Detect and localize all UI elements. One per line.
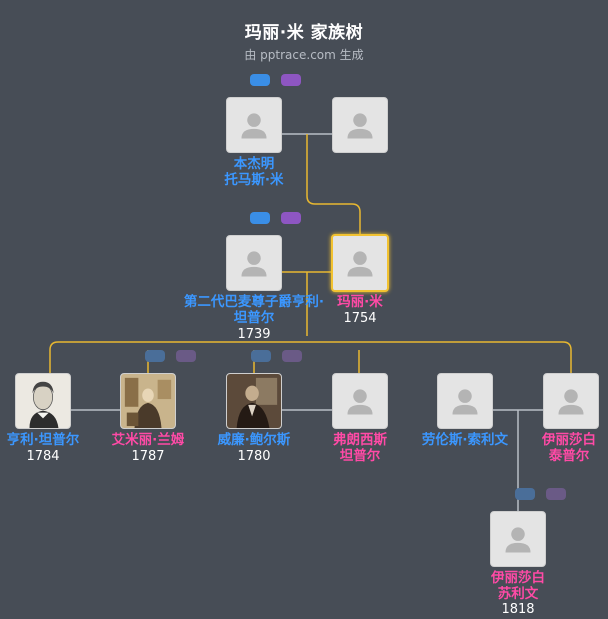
expand-father-toggle[interactable] [251, 350, 271, 362]
person-card-spouse[interactable] [332, 97, 388, 153]
person-name[interactable]: 本杰明 [233, 156, 275, 172]
expand-mother-toggle[interactable] [546, 488, 566, 500]
person-name[interactable]: 坦普尔 [339, 448, 381, 464]
page-title: 玛丽·米 家族树 [244, 23, 364, 43]
person-name[interactable]: 伊丽莎白 [542, 432, 596, 448]
person-silhouette-icon [452, 389, 478, 415]
expand-mother-toggle[interactable] [281, 212, 301, 224]
portrait-painting-icon [121, 374, 175, 428]
person-card-laurence[interactable] [437, 373, 493, 429]
descent-line [306, 134, 361, 236]
birth-year: 1754 [343, 311, 377, 326]
person-name[interactable]: 坦普尔 [233, 310, 275, 326]
person-silhouette-icon [347, 113, 373, 139]
person-name[interactable]: 艾米丽·兰姆 [111, 432, 185, 448]
person-name[interactable]: 威廉·鲍尔斯 [217, 432, 291, 448]
person-silhouette-icon [241, 251, 267, 277]
person-card-henry[interactable] [15, 373, 71, 429]
person-silhouette-icon [505, 527, 531, 553]
person-card-benjamin[interactable] [226, 97, 282, 153]
person-name[interactable]: 劳伦斯·索利文 [421, 432, 509, 448]
person-name[interactable]: 弗朗西斯 [333, 432, 387, 448]
birth-year: 1739 [237, 327, 271, 342]
birth-year: 1784 [26, 449, 60, 464]
person-card-mary-focus[interactable] [331, 234, 389, 292]
person-card-william[interactable] [226, 373, 282, 429]
person-card-elizabeth-sullivan[interactable] [490, 511, 546, 567]
expand-father-toggle[interactable] [145, 350, 165, 362]
expand-father-toggle[interactable] [515, 488, 535, 500]
birth-year: 1787 [131, 449, 165, 464]
person-name[interactable]: 第二代巴麦尊子爵亨利· [183, 294, 325, 310]
person-name[interactable]: 苏利文 [497, 586, 539, 602]
children-line [49, 341, 572, 376]
person-name[interactable]: 泰普尔 [548, 448, 590, 464]
expand-father-toggle[interactable] [250, 74, 270, 86]
person-silhouette-icon [347, 389, 373, 415]
person-name[interactable]: 亨利·坦普尔 [6, 432, 80, 448]
person-silhouette-icon [241, 113, 267, 139]
portrait-photo-icon [227, 374, 281, 428]
person-card-second-baron[interactable] [226, 235, 282, 291]
person-card-frances[interactable] [332, 373, 388, 429]
person-card-elizabeth[interactable] [543, 373, 599, 429]
person-card-emily[interactable] [120, 373, 176, 429]
expand-mother-toggle[interactable] [282, 350, 302, 362]
person-silhouette-icon [347, 251, 373, 277]
person-name[interactable]: 托马斯·米 [224, 172, 284, 188]
person-name[interactable]: 伊丽莎白 [491, 570, 545, 586]
page-subtitle: 由 pptrace.com 生成 [244, 48, 364, 62]
expand-mother-toggle[interactable] [176, 350, 196, 362]
person-name[interactable]: 玛丽·米 [337, 294, 383, 310]
birth-year: 1818 [501, 602, 535, 617]
portrait-engraving-icon [16, 374, 70, 428]
birth-year: 1780 [237, 449, 271, 464]
person-silhouette-icon [558, 389, 584, 415]
expand-father-toggle[interactable] [250, 212, 270, 224]
expand-mother-toggle[interactable] [281, 74, 301, 86]
